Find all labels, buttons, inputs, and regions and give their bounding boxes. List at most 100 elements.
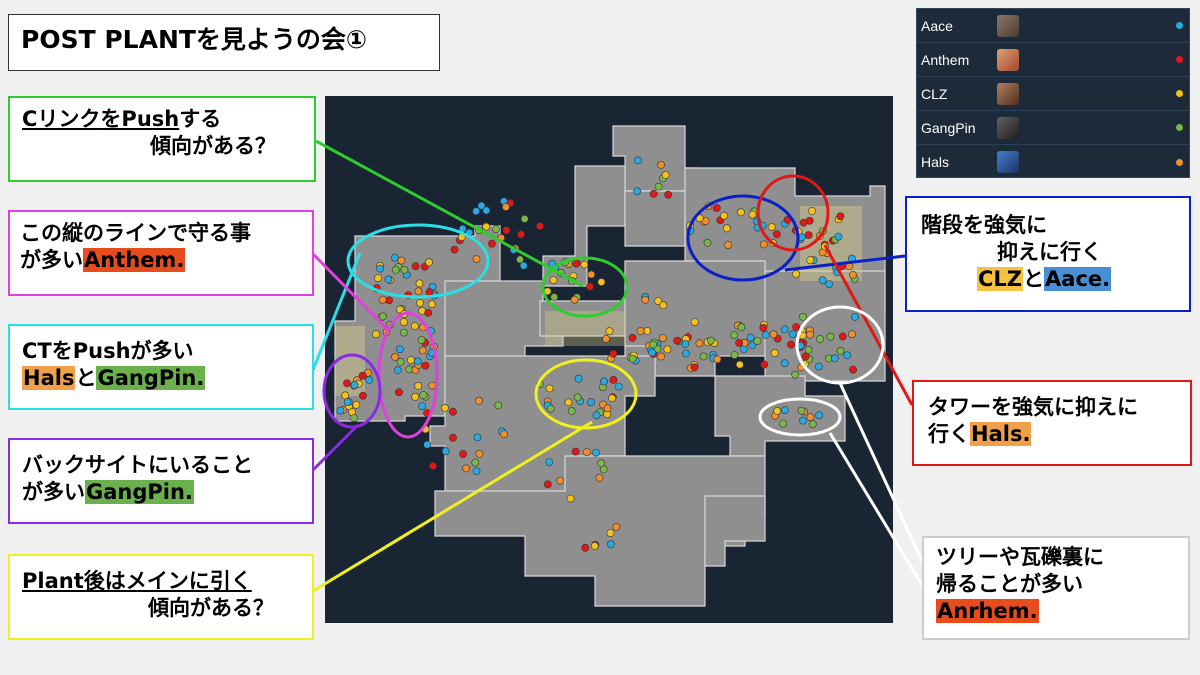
player-position-dot (352, 400, 361, 409)
avatar-hals (997, 151, 1019, 173)
player-position-dot (365, 375, 374, 384)
player-position-dot (474, 396, 483, 405)
player-position-dot (399, 328, 408, 337)
player-position-dot (686, 226, 695, 235)
player-position-dot (735, 339, 743, 347)
player-position-dot (343, 398, 352, 406)
player-position-dot (681, 340, 690, 348)
player-position-dot (737, 323, 746, 332)
player-position-dot (536, 222, 544, 231)
player-position-dot (825, 280, 834, 288)
player-position-dot (818, 227, 827, 235)
player-position-dot (581, 543, 590, 552)
player-position-dot (592, 448, 600, 457)
player-position-dot (628, 354, 637, 363)
player-position-dot (429, 461, 437, 470)
player-position-dot (462, 464, 470, 473)
legend-row-gangpin: GangPin (917, 111, 1189, 145)
note-plant-line1: Plant後はメインに引く (22, 569, 252, 593)
player-position-dot (482, 222, 491, 231)
player-position-dot (416, 298, 424, 307)
player-position-dot (663, 345, 672, 354)
map-panel (325, 96, 893, 623)
player-position-dot (695, 214, 704, 223)
note-tree-line2: 帰ることが多い (936, 571, 1083, 596)
player-position-dot (730, 351, 739, 359)
player-position-dot (571, 447, 580, 456)
player-position-dot (746, 333, 755, 342)
player-position-dot (428, 381, 437, 390)
player-position-dot (509, 245, 518, 254)
player-position-dot (372, 284, 381, 293)
player-position-dot (414, 287, 423, 296)
note-tower-line2: 行くHals. (928, 421, 1190, 448)
player-position-dot (661, 171, 670, 179)
player-position-dot (520, 215, 529, 223)
player-position-dot (735, 360, 744, 369)
player-position-dot (350, 414, 358, 422)
player-position-dot (768, 239, 777, 247)
player-position-dot (641, 295, 650, 304)
player-position-dot (606, 529, 615, 537)
player-position-dot (845, 262, 854, 271)
player-position-dot (592, 411, 601, 420)
avatar-clz (997, 83, 1019, 105)
player-position-dot (545, 458, 554, 466)
player-position-dot (561, 258, 570, 267)
player-position-dot (612, 522, 621, 531)
legend-dot-anthem (1176, 56, 1183, 63)
player-position-dot (497, 233, 505, 242)
player-position-dot (582, 448, 591, 456)
player-position-dot (421, 425, 430, 434)
player-position-dot (501, 203, 510, 211)
player-position-dot (760, 360, 769, 369)
player-position-dot (799, 312, 807, 321)
player-position-dot (475, 449, 484, 458)
note-tower: タワーを強気に抑えに 行くHals. (912, 380, 1192, 466)
player-position-dot (586, 282, 594, 291)
player-position-dot (600, 377, 608, 386)
player-position-dot (836, 347, 845, 355)
player-position-dot (597, 278, 606, 286)
player-legend: Aace Anthem CLZ GangPin Hals (916, 8, 1190, 178)
player-position-dot (796, 341, 805, 350)
site-zone-mid (545, 311, 625, 346)
player-position-dot (634, 156, 642, 165)
player-position-dot (549, 276, 558, 284)
legend-name-gangpin: GangPin (921, 119, 976, 136)
player-position-dot (415, 279, 424, 288)
player-position-dot (574, 374, 583, 383)
hals-highlight-2: Hals. (970, 421, 1032, 446)
player-position-dot (628, 333, 637, 342)
note-vertical: この縦のラインで守る事 が多いAnthem. (8, 210, 314, 296)
player-position-dot (374, 274, 382, 282)
player-position-dot (472, 207, 481, 216)
player-position-dot (818, 276, 827, 285)
player-position-dot (609, 375, 618, 384)
player-position-dot (397, 256, 406, 265)
player-position-dot (350, 381, 359, 389)
player-position-dot (427, 348, 436, 357)
legend-dot-aace (1176, 22, 1183, 29)
player-position-dot (423, 409, 431, 417)
player-position-dot (788, 330, 797, 339)
player-position-dot (834, 232, 843, 241)
player-position-dot (471, 458, 480, 467)
stairs-mid: と (1023, 266, 1045, 291)
player-position-dot (472, 255, 481, 263)
player-position-dot (376, 264, 385, 273)
player-position-dot (602, 334, 610, 343)
avatar-anthem (997, 49, 1019, 71)
note-ct-line1: CTをPushが多い (22, 339, 194, 363)
player-position-dot (780, 359, 789, 368)
player-position-dot (799, 416, 807, 425)
legend-name-aace: Aace (921, 17, 953, 34)
backsite-text: が多い (22, 479, 85, 504)
player-position-dot (657, 161, 665, 169)
legend-row-anthem: Anthem (917, 43, 1189, 77)
player-position-dot (633, 187, 641, 196)
player-position-dot (400, 310, 408, 318)
player-position-dot (543, 287, 552, 296)
player-position-dot (787, 340, 795, 349)
legend-row-hals: Hals (917, 145, 1189, 179)
